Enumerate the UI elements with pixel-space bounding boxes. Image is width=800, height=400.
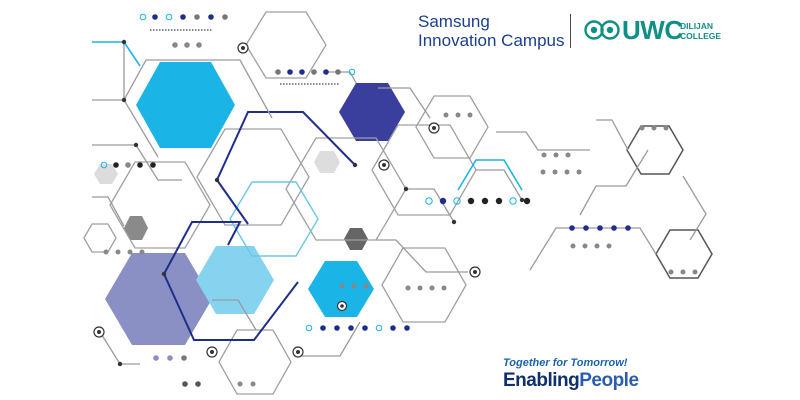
dot-row [139,13,228,21]
hexagon-outline [109,161,211,249]
network-line [529,227,657,271]
network-line-navy [216,111,356,181]
network-line [376,239,468,273]
logo-divider [570,14,571,48]
samsung-logo-line2: Innovation Campus [418,31,565,50]
network-line [406,188,455,223]
hexagon-outline [415,95,489,159]
network-line-navy [163,221,242,275]
hexagon-gray-small [124,216,148,240]
hexagon-sky-large [136,62,235,148]
hexagon-outline-dark [655,229,713,279]
dot-row [182,381,201,387]
hexagon-outline [245,11,327,79]
dot-row [305,324,410,332]
network-line [476,169,523,201]
uwc-college-subtitle: DILIJAN COLLEGE [680,21,721,41]
slogan-word-enabling: Enabling [503,370,580,391]
hexagon-light-sky [196,246,274,314]
dot-row [569,225,631,231]
hexagon-gray-small [344,228,368,250]
samsung-innovation-campus-logo: Samsung Innovation Campus [418,12,568,50]
uwc-sub-line1: DILIJAN [680,21,714,31]
network-line [496,131,590,151]
hexagon-navy [339,83,405,141]
network-line [92,196,125,227]
dot-row [103,112,698,387]
network-line-sky [457,159,523,191]
network-line [328,71,357,84]
network-line [302,321,361,357]
network-line [682,175,707,241]
hexagon-pale [314,151,340,173]
uwc-logo-text: UWC [622,15,683,45]
hexagon-sky-small [308,261,374,317]
network-line [212,299,257,331]
hexagon-outline-dark [626,125,684,175]
hexagon-outline [285,137,407,241]
node-ring-center [97,46,477,354]
network-line [596,119,629,151]
slogan-word-people: People [579,370,639,391]
network-line [92,144,182,181]
dot-row [153,355,187,361]
hexagon-pale [94,164,118,184]
network-line-navy [163,273,299,341]
dot-row [100,161,156,169]
hexagon-lavender-large [105,253,212,345]
samsung-logo-line1: Samsung [418,12,490,31]
hexagon-outline-blue [229,181,319,257]
hexagon-outline [218,329,292,395]
enabling-people-slogan: EnablingPeople [503,370,639,392]
dot-row [275,68,356,76]
tagline: Together for Tomorrow! [503,357,628,369]
dot-row [172,42,202,48]
network-line [579,149,649,216]
uwc-globe-icon [584,20,620,40]
hexagon-outline [196,128,310,226]
network-line [378,87,431,119]
network-line-navy [216,179,249,225]
node-point [117,39,525,367]
network-line-sky [92,41,141,67]
dot-row [425,197,531,205]
uwc-sub-line2: COLLEGE [680,31,722,41]
hexagon-outline [381,247,467,323]
hexagon-outline [83,223,117,253]
